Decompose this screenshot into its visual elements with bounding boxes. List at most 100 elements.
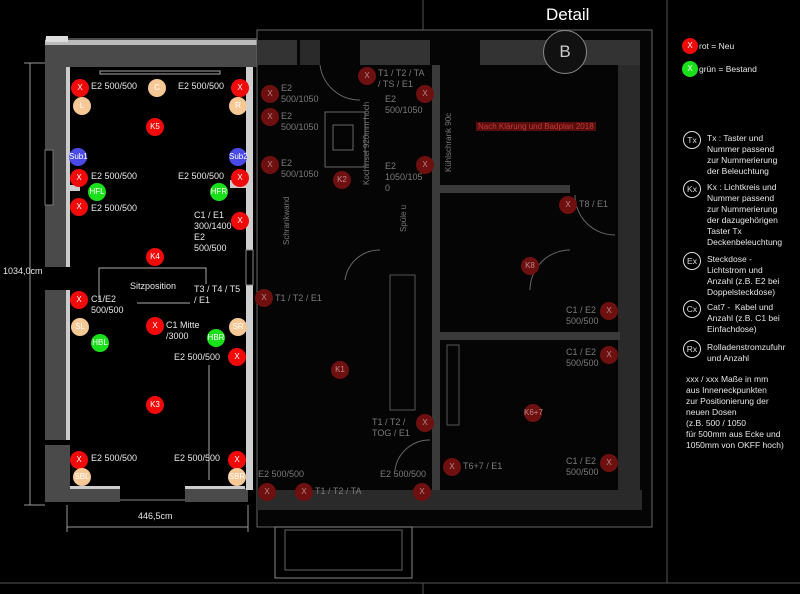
dim-marker: X: [261, 108, 279, 126]
marker-label: T8 / E1: [579, 199, 609, 209]
speaker-marker: SR: [229, 318, 247, 336]
left-room-walls: [44, 36, 257, 502]
marker-label: E2 500/500: [174, 352, 221, 362]
dim-marker: X: [416, 156, 434, 174]
new-marker: K5: [146, 118, 164, 136]
marker-label: T1 / T2 / TOG / E1: [372, 417, 410, 438]
dim-marker: X: [559, 196, 577, 214]
dim-marker: K2: [333, 171, 351, 189]
dim-marker: X: [416, 85, 434, 103]
speaker-marker: SBR: [228, 468, 246, 486]
marker-label: E2 500/500: [174, 453, 221, 463]
marker-label: E2 500/1050: [281, 158, 319, 179]
switch-label-t3-t5: T3 / T4 / T5 / E1: [194, 284, 241, 305]
dim-marker: X: [261, 156, 279, 174]
marker-label: C1 / E2 500/500: [566, 347, 599, 368]
legend-description: Steckdose - Lichtstrom und Anzahl (z.B. …: [707, 254, 780, 297]
dim-marker: X: [358, 67, 376, 85]
dim-marker: K1: [331, 361, 349, 379]
legend-symbol-cx: Cx: [683, 300, 701, 318]
sub-marker: Sub2: [229, 148, 248, 166]
marker-label: C1 / E1 300/1400 E2 500/500: [194, 210, 232, 253]
legend-symbol-tx: Tx: [683, 131, 701, 149]
marker-label: E2 500/500: [91, 203, 138, 213]
new-marker: X: [146, 317, 164, 335]
new-marker: X: [228, 451, 246, 469]
dim-marker: X: [600, 346, 618, 364]
marker-label: E2 500/500: [258, 469, 305, 479]
detail-title: Detail: [546, 5, 590, 24]
marker-label: C1/E2 500/500: [91, 294, 124, 315]
new-marker: X: [228, 348, 246, 366]
new-marker: X: [70, 451, 88, 469]
dim-marker: X: [600, 454, 618, 472]
new-marker: X: [70, 169, 88, 187]
seating-position-label: Sitzposition: [130, 281, 177, 291]
legend-new-text: rot = Neu: [699, 41, 735, 51]
marker-label: E2 500/1050: [385, 94, 423, 115]
marker-label: E2 500/500: [91, 453, 138, 463]
marker-label: E2 1050/105 0: [385, 161, 423, 193]
speaker-marker: SBL: [73, 468, 91, 486]
height-dimension: 1034,0cm: [3, 266, 43, 276]
legend-description: Kx : Lichtkreis und Nummer passend zur N…: [707, 182, 783, 247]
legend-symbol-kx: Kx: [683, 180, 701, 198]
dimension-lines: [24, 62, 249, 532]
fridge-label: Kühlschrank 90c: [444, 112, 453, 172]
new-marker: X: [231, 169, 249, 187]
new-marker: X: [70, 291, 88, 309]
dim-marker: X: [416, 414, 434, 432]
dim-marker: X: [261, 85, 279, 103]
existing-marker: HFL: [88, 183, 106, 201]
dim-marker: X: [600, 302, 618, 320]
new-marker: K4: [146, 248, 164, 266]
legend-description: Cat7 - Kabel und Anzahl (z.B. C1 bei Ein…: [707, 302, 780, 334]
marker-label: E2 500/500: [91, 81, 138, 91]
existing-marker: HBL: [91, 334, 109, 352]
legend-description: Rolladenstromzufuhr und Anzahl: [707, 342, 786, 363]
marker-label: E2 500/500: [91, 171, 138, 181]
existing-marker: HFR: [210, 183, 228, 201]
marker-label: E2 500/500: [178, 171, 225, 181]
legend-existing-marker: X: [682, 61, 698, 77]
new-marker: X: [231, 212, 249, 230]
sub-marker: Sub1: [69, 148, 88, 166]
marker-label: C1 / E2 500/500: [566, 305, 599, 326]
speaker-marker: R: [229, 97, 247, 115]
dim-marker: X: [443, 458, 461, 476]
detail-area: [256, 29, 653, 579]
marker-label: T1 / T2 / TA / TS / E1: [378, 68, 425, 89]
dim-marker: X: [255, 289, 273, 307]
marker-label: C1 Mitte /3000: [166, 320, 200, 341]
sink-label: Spüle u: [399, 204, 408, 232]
seating-position-outline: [98, 267, 210, 480]
legend-description: Tx : Taster und Nummer passend zur Numme…: [707, 133, 778, 176]
legend-symbol-ex: Ex: [683, 252, 701, 270]
wall-cabinet-label: Schrankwand: [282, 196, 291, 245]
dim-marker: K6+7: [524, 404, 543, 422]
marker-label: T1 / T2 / E1: [275, 293, 322, 303]
dim-marker: X: [258, 483, 276, 501]
marker-label: C1 / E2 500/500: [566, 456, 599, 477]
width-dimension: 446,5cm: [138, 511, 173, 521]
existing-marker: HBR: [207, 329, 225, 347]
speaker-marker: SL: [71, 318, 89, 336]
marker-label: E2 500/1050: [281, 111, 319, 132]
new-marker: X: [71, 79, 89, 97]
dim-marker: K8: [521, 257, 539, 275]
marker-label: T1 / T2 / TA: [315, 486, 362, 496]
marker-label: E2 500/500: [380, 469, 427, 479]
speaker-marker: C: [148, 79, 166, 97]
kitchen-island-label: Kochinsel 920mm hoch: [362, 101, 371, 185]
legend-existing-text: grün = Bestand: [699, 64, 757, 74]
dim-marker: X: [295, 483, 313, 501]
marker-label: T6+7 / E1: [463, 461, 503, 471]
legend-symbol-rx: Rx: [683, 340, 701, 358]
new-marker: X: [231, 79, 249, 97]
bathroom-plan-note: Nach Klärung und Badplan 2018: [476, 122, 596, 131]
legend-dimension-note: xxx / xxx Maße in mm aus Inneneckpunkten…: [686, 374, 784, 450]
dim-marker: X: [413, 483, 431, 501]
marker-label: E2 500/1050: [281, 83, 319, 104]
